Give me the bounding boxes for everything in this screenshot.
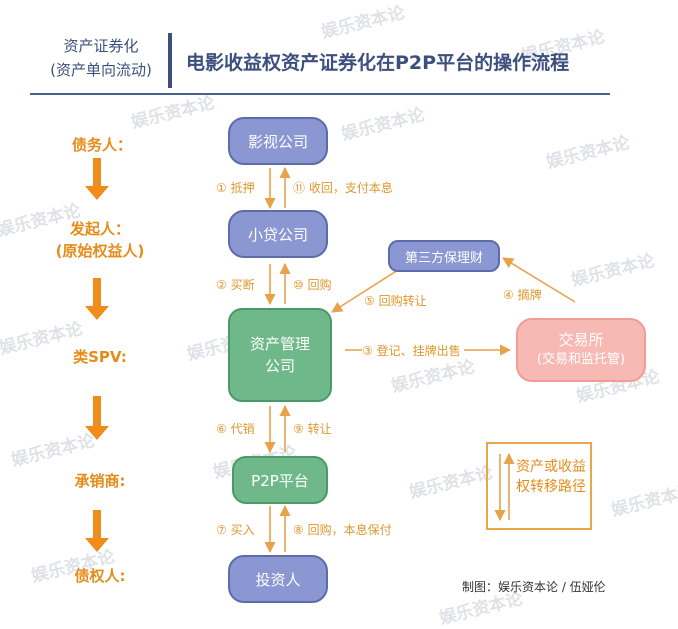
step-11-label: ⑪ 收回，支付本息 [293, 181, 393, 195]
step-1-label: ① 抵押 [216, 181, 255, 195]
node-loan-company: 小贷公司 [228, 210, 328, 258]
legend-label: 资产或收益权转移路径 [516, 459, 586, 495]
role-initiator-line1: 发起人： [69, 220, 130, 238]
node-exchange: 交易所 (交易和监托管) [516, 318, 646, 382]
node-third-party-guarantor-label: 第三方保理财 [404, 250, 483, 266]
header-subtitle-block: 资产证券化 (资产单向流动) [36, 34, 166, 82]
step-2-label: ② 买断 [216, 278, 255, 292]
header-divider [168, 33, 172, 88]
legend-box [486, 442, 592, 530]
role-spv: 类SPV: [73, 348, 127, 366]
step-6-label: ⑥ 代销 [216, 422, 255, 436]
node-asset-management: 资产管理 公司 [228, 308, 332, 402]
down-arrow-2 [85, 278, 109, 320]
step-5-label: ⑤ 回购转让 [364, 294, 427, 308]
node-p2p-platform-label: P2P平台 [251, 471, 309, 490]
role-underwriter: 承销商: [74, 472, 126, 490]
node-film-company: 影视公司 [228, 117, 328, 165]
down-arrow-4 [85, 510, 109, 552]
header-left-line1: 资产证券化 [63, 37, 139, 55]
chart-credit: 制图：娱乐资本论 / 伍娅伦 [462, 580, 606, 594]
step-7-label: ⑦ 买入 [216, 523, 255, 537]
node-p2p-platform: P2P平台 [232, 456, 328, 504]
down-arrow-1 [85, 158, 109, 200]
role-initiator-line2: (原始权益人) [55, 242, 145, 260]
node-asset-management-line2: 公司 [264, 357, 295, 375]
node-exchange-line1: 交易所 [558, 331, 604, 349]
step-9-label: ⑨ 转让 [293, 422, 332, 436]
node-exchange-line2: (交易和监托管) [536, 352, 626, 367]
legend-arrows [494, 452, 515, 522]
step-4-label: ④ 摘牌 [503, 288, 542, 302]
node-asset-management-line1: 资产管理 [249, 335, 310, 353]
node-loan-company-label: 小贷公司 [247, 225, 308, 244]
down-arrow-3 [85, 396, 109, 440]
header-left-line2: (资产单向流动) [50, 61, 152, 79]
node-investors: 投资人 [228, 555, 328, 603]
node-third-party-guarantor: 第三方保理财 [388, 240, 500, 272]
step-10-label: ⑩ 回购 [293, 278, 332, 292]
page-title: 电影收益权资产证券化在P2P平台的操作流程 [186, 52, 570, 74]
role-creditor: 债权人: [74, 567, 126, 585]
step-8-label: ⑧ 回购，本息保付 [293, 523, 392, 537]
role-debtor: 债务人： [71, 136, 132, 154]
role-flow-arrows [85, 158, 109, 552]
role-initiator: 发起人： (原始权益人) [40, 218, 160, 262]
node-investors-label: 投资人 [255, 570, 301, 589]
node-film-company-label: 影视公司 [247, 132, 308, 151]
step-3-label: ③ 登记、挂牌出售 [362, 342, 464, 359]
header-rule [30, 93, 610, 95]
